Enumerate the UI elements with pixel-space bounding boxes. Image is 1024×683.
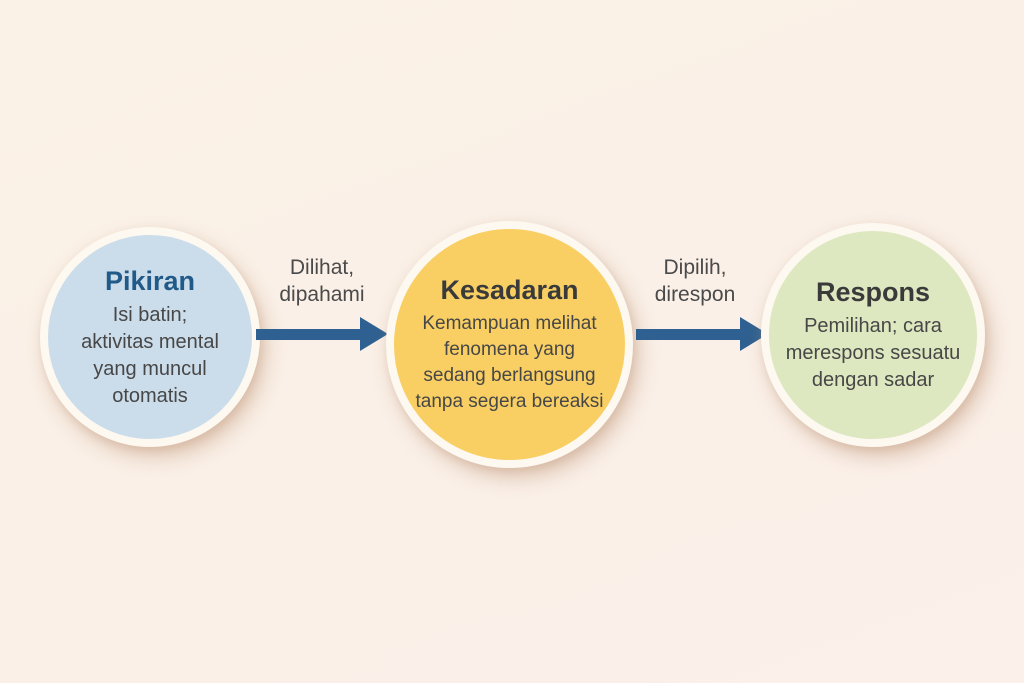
node-kesadaran: Kesadaran Kemampuan melihat fenomena yan… xyxy=(386,221,633,468)
node-respons-title: Respons xyxy=(815,277,931,307)
arrow-shaft xyxy=(636,328,740,340)
node-kesadaran-body: Kemampuan melihat fenomena yang sedang b… xyxy=(415,313,604,412)
node-kesadaran-title: Kesadaran xyxy=(440,275,579,305)
node-pikiran: Pikiran Isi batin; aktivitas mental yang… xyxy=(40,227,260,447)
node-respons-body: Pemilihan; cara merespons sesuatu dengan… xyxy=(785,315,961,391)
arrow-pikiran-to-kesadaran xyxy=(256,317,388,351)
arrow-kesadaran-to-respons xyxy=(636,317,768,351)
node-pikiran-body: Isi batin; aktivitas mental yang muncul … xyxy=(81,303,219,407)
node-pikiran-title: Pikiran xyxy=(104,265,196,296)
arrow-label-dipilih-direspon: Dipilih, direspon xyxy=(654,256,736,306)
arrow-shaft xyxy=(256,328,360,340)
node-respons: Respons Pemilihan; cara merespons sesuat… xyxy=(761,223,985,447)
arrow-head-icon xyxy=(360,317,388,351)
arrow-label-dilihat-dipahami: Dilihat, dipahami xyxy=(279,256,365,306)
